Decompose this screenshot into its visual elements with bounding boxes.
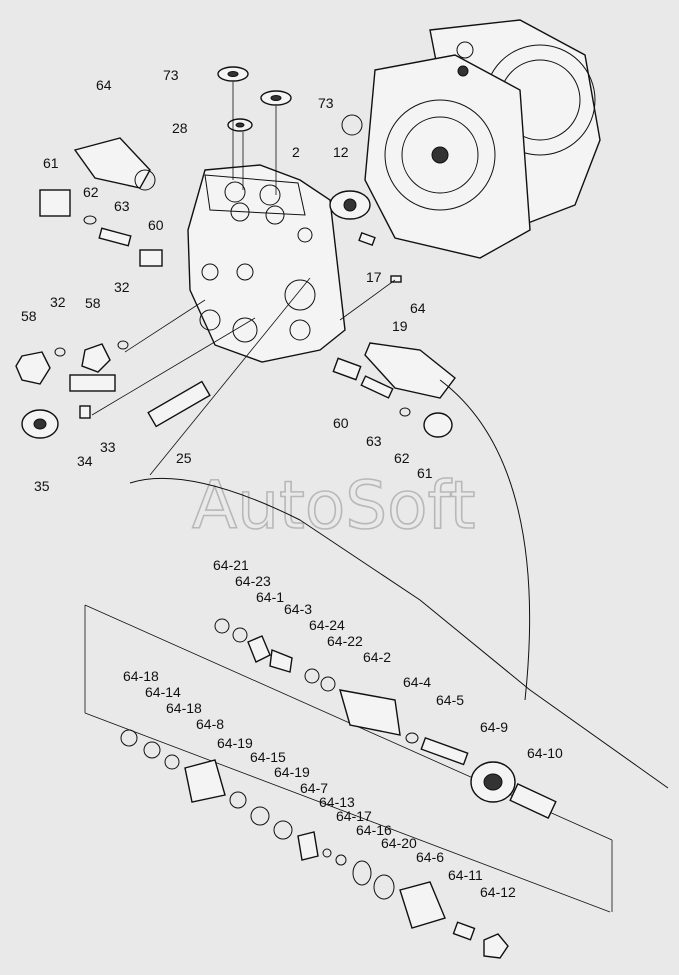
part-label: 64-12 (480, 884, 516, 900)
part-label: 64-18 (123, 668, 159, 684)
part-label: 63 (114, 198, 130, 214)
part-label: 17 (366, 269, 382, 285)
pump-housing (341, 19, 601, 259)
part-label: 62 (394, 450, 410, 466)
part-label: 64-19 (274, 764, 310, 780)
valve-body (187, 164, 346, 363)
part-label: 64-16 (356, 822, 392, 838)
part-label: 64-14 (145, 684, 181, 700)
part-label: 64-13 (319, 794, 355, 810)
part-label: 32 (50, 294, 66, 310)
part-label: 33 (100, 439, 116, 455)
part-label: 64-5 (436, 692, 464, 708)
part-label: 60 (148, 217, 164, 233)
part-label: 61 (43, 155, 59, 171)
part-label: 63 (366, 433, 382, 449)
part-label: 64-21 (213, 557, 249, 573)
part-label: 64-24 (309, 617, 345, 633)
part-label: 64-23 (235, 573, 271, 589)
part-label: 12 (333, 144, 349, 160)
part-label: 34 (77, 453, 93, 469)
watermark-text: AutoSoft (192, 467, 475, 544)
part-label: 64-6 (416, 849, 444, 865)
part-label: 60 (333, 415, 349, 431)
part-label: 73 (318, 95, 334, 111)
detail-callout-line (439, 379, 531, 701)
part-label: 64-20 (381, 835, 417, 851)
labels-lower: 64-21 64-23 64-1 64-3 64-24 64-22 64-2 6… (123, 557, 563, 900)
part-label: 58 (85, 295, 101, 311)
part-label: 64-2 (363, 649, 391, 665)
part-label: 64-10 (527, 745, 563, 761)
part-label: 64-3 (284, 601, 312, 617)
labels-upper: 64 73 73 28 2 12 61 62 63 60 32 32 58 58… (21, 67, 433, 494)
part-label: 35 (34, 478, 50, 494)
part-label: 64-1 (256, 589, 284, 605)
part-label: 64 (410, 300, 426, 316)
detail-frame-curve (129, 477, 669, 789)
part-label: 64-18 (166, 700, 202, 716)
part-label: 25 (176, 450, 192, 466)
part-label: 64-7 (300, 780, 328, 796)
part-label: 2 (292, 144, 300, 160)
part-label: 64-9 (480, 719, 508, 735)
part-label: 62 (83, 184, 99, 200)
lower-exploded-assembly (84, 604, 613, 959)
upper-small-parts (15, 66, 456, 476)
part-label: 58 (21, 308, 37, 324)
part-label: 64-4 (403, 674, 431, 690)
part-label: 64-8 (196, 716, 224, 732)
part-label: 73 (163, 67, 179, 83)
part-label: 28 (172, 120, 188, 136)
part-label: 64 (96, 77, 112, 93)
part-label: 64-11 (448, 867, 483, 883)
part-label: 64-19 (217, 735, 253, 751)
part-label: 61 (417, 465, 433, 481)
part-label: 32 (114, 279, 130, 295)
part-label: 64-15 (250, 749, 286, 765)
part-label: 64-17 (336, 808, 372, 824)
part-label: 19 (392, 318, 408, 334)
part-label: 64-22 (327, 633, 363, 649)
